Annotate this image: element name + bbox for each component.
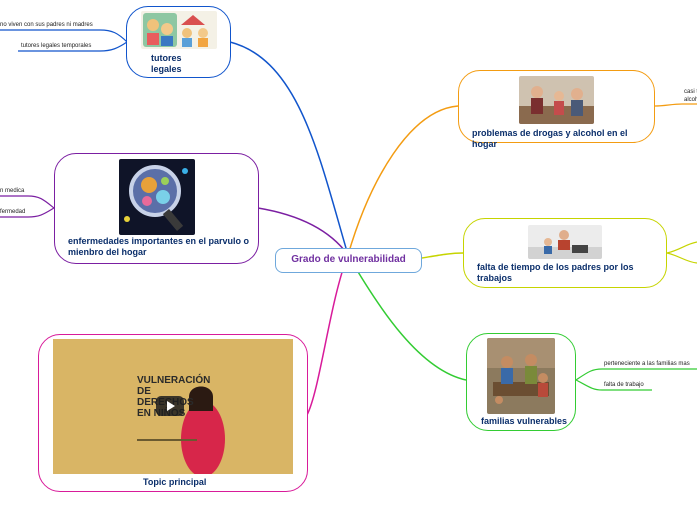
link-leaf-perteneciente	[575, 368, 697, 381]
link-leaf-ft-2	[666, 252, 697, 264]
link-leaf-medica	[0, 195, 55, 209]
link-leaf-casi	[654, 103, 697, 107]
leaf-casi-2[interactable]: alcoh	[684, 97, 697, 103]
poor-family-image	[487, 338, 555, 414]
topic-label: Topic principal	[143, 477, 207, 487]
topic-familias[interactable]: familias vulnerables	[466, 333, 576, 431]
leaf-tutores-temporales[interactable]: tutores legales temporales	[21, 43, 92, 49]
topic-label: familias vulnerables	[481, 416, 568, 426]
leaf-enfermedad[interactable]: fermedad	[0, 209, 26, 215]
topic-label: problemas de drogas y alcohol en el hoga…	[472, 128, 628, 149]
topic-drogas[interactable]: problemas de drogas y alcohol en el hoga…	[458, 70, 655, 149]
leaf-falta-trabajo[interactable]: falta de trabajo	[604, 382, 644, 388]
parent-laptop-image	[528, 225, 602, 259]
central-topic[interactable]: Grado de vulnerabilidad	[275, 248, 422, 273]
link-drogas	[347, 105, 459, 256]
link-familias	[347, 254, 467, 381]
topic-enfermedades[interactable]: enfermedades importantes en el parvulo o…	[54, 153, 259, 264]
link-leaf-enfermedad	[0, 207, 55, 218]
link-falta-tiempo	[421, 252, 464, 259]
link-leaf-falta-trabajo	[575, 379, 652, 391]
topic-label: enfermedades importantes en el parvulo o…	[68, 236, 250, 257]
leaf-casi-1[interactable]: casi t	[684, 89, 697, 95]
family-argument-image	[519, 76, 594, 124]
link-leaf-no-viven	[0, 29, 128, 43]
link-topic-principal	[306, 254, 349, 416]
link-leaf-tutores-temporales	[18, 41, 128, 52]
virus-magnifier-image	[119, 159, 195, 235]
topic-tutores-legales[interactable]: tutores legales	[126, 6, 231, 78]
leaf-perteneciente[interactable]: perteneciente a las familias mas	[604, 361, 690, 367]
link-tutores	[229, 41, 349, 256]
topic-label: tutores legales	[151, 53, 182, 74]
play-icon[interactable]	[156, 396, 184, 416]
children-cartoon-image	[141, 11, 217, 49]
leaf-medica[interactable]: n medica	[0, 188, 25, 194]
link-leaf-ft-1	[666, 241, 697, 254]
link-enfermedades	[257, 207, 349, 256]
video-thumbnail[interactable]: VULNERACIÓN DE DERECHOS EN NIÑOS	[53, 339, 293, 474]
topic-falta-tiempo[interactable]: falta de tiempo de los padres por los tr…	[463, 218, 667, 288]
leaf-no-viven[interactable]: no viven con sus padres ni madres	[0, 22, 93, 28]
topic-label: falta de tiempo de los padres por los tr…	[477, 262, 634, 283]
